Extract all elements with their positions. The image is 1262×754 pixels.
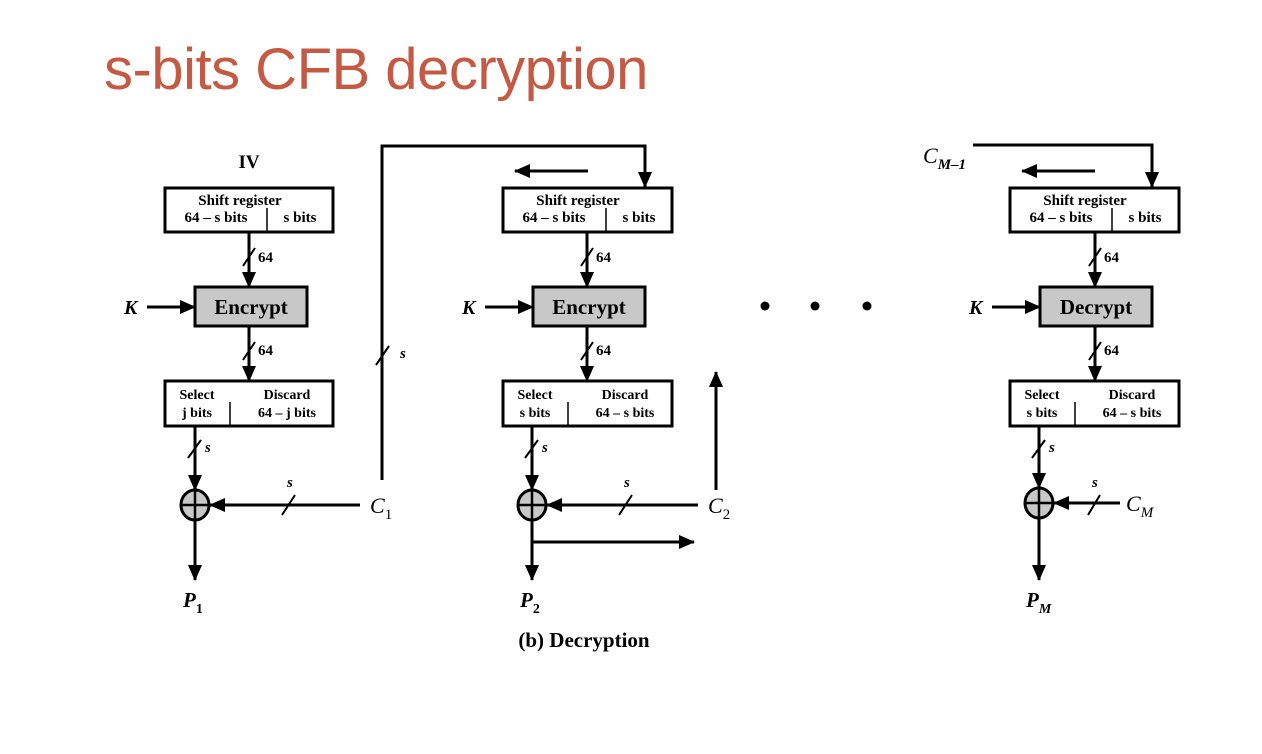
encrypt-label: Encrypt — [214, 295, 288, 319]
width-label-s: s — [623, 475, 630, 491]
shift-register-left: 64 – s bits — [1030, 210, 1093, 226]
width-slash — [1087, 494, 1101, 516]
width-slash — [187, 439, 202, 459]
shift-register-m: Shift register 64 – s bits s bits — [1008, 186, 1181, 234]
stage-1: IV Shift register 64 – s bits s bits 64 … — [123, 144, 652, 617]
width-label-s: s — [1048, 440, 1055, 456]
plaintext-pm: PM — [1025, 588, 1052, 617]
shift-register-title: Shift register — [1043, 193, 1127, 209]
shift-register-right: s bits — [284, 210, 317, 226]
ellipsis — [760, 301, 872, 311]
ellipsis-dot — [760, 301, 770, 311]
diagram-caption: (b) Decryption — [518, 628, 650, 652]
width-label-s: s — [399, 346, 406, 362]
key-label: K — [123, 297, 139, 319]
width-slash — [1088, 341, 1102, 361]
shift-register-title: Shift register — [198, 193, 282, 209]
xor-m — [1023, 486, 1055, 520]
slide-title: s-bits CFB decryption — [104, 37, 648, 102]
width-slash — [1031, 439, 1046, 459]
width-slash — [618, 494, 633, 516]
width-slash — [1088, 247, 1102, 267]
width-slash — [281, 494, 296, 516]
ciphertext-cm-1: CM–1 — [923, 143, 966, 173]
discard-sub: 64 – j bits — [258, 406, 317, 421]
ciphertext-cm: CM — [1126, 491, 1155, 521]
shift-register-2: Shift register 64 – s bits s bits — [501, 186, 674, 234]
width-label-64: 64 — [596, 343, 612, 359]
discard-sub: 64 – s bits — [596, 406, 655, 421]
plaintext-p1: P1 — [182, 588, 203, 617]
width-label-64: 64 — [258, 250, 274, 266]
ellipsis-dot — [810, 301, 820, 311]
decrypt-label: Decrypt — [1060, 295, 1132, 319]
key-label: K — [461, 297, 477, 319]
shift-register-left: 64 – s bits — [523, 210, 586, 226]
width-label-64: 64 — [1104, 250, 1120, 266]
discard-sub: 64 – s bits — [1103, 406, 1162, 421]
select-box-m: Select s bits Discard 64 – s bits — [1008, 379, 1181, 428]
select-title: Select — [180, 388, 215, 403]
select-sub: s bits — [520, 406, 551, 421]
discard-title: Discard — [602, 388, 649, 403]
discard-title: Discard — [264, 388, 311, 403]
width-slash — [524, 439, 539, 459]
select-box-1: Select j bits Discard 64 – j bits — [163, 379, 335, 428]
decrypt-box: Decrypt — [1038, 285, 1154, 328]
width-slash — [580, 341, 594, 361]
width-label-s: s — [541, 440, 548, 456]
ciphertext-c2: C2 — [708, 493, 730, 523]
width-label-s: s — [1091, 475, 1098, 491]
plaintext-p2: P2 — [519, 588, 540, 617]
width-label-64: 64 — [258, 343, 274, 359]
select-title: Select — [1025, 388, 1060, 403]
encrypt-label: Encrypt — [552, 295, 626, 319]
encrypt-box-1: Encrypt — [193, 285, 309, 328]
width-slash — [580, 247, 594, 267]
ellipsis-dot — [862, 301, 872, 311]
key-label: K — [968, 297, 984, 319]
select-sub: s bits — [1027, 406, 1058, 421]
select-title: Select — [518, 388, 553, 403]
shift-register-1: Shift register 64 – s bits s bits — [163, 186, 335, 234]
feedback-line-cm-1 — [973, 143, 1159, 188]
width-slash — [375, 345, 390, 366]
discard-title: Discard — [1109, 388, 1156, 403]
stage-2: Shift register 64 – s bits s bits 64 K E… — [461, 164, 730, 652]
xor-2 — [516, 488, 548, 522]
stage-m: CM–1 Shift register 64 – s bits s bits 6… — [923, 143, 1181, 617]
iv-label: IV — [238, 152, 259, 173]
shift-register-title: Shift register — [536, 193, 620, 209]
shift-register-left: 64 – s bits — [185, 210, 248, 226]
shift-register-right: s bits — [623, 210, 656, 226]
select-sub: j bits — [181, 406, 213, 421]
ciphertext-c1: C1 — [370, 493, 392, 523]
select-box-2: Select s bits Discard 64 – s bits — [501, 379, 674, 428]
width-label-s: s — [204, 440, 211, 456]
width-label-s: s — [286, 475, 293, 491]
encrypt-box-2: Encrypt — [531, 285, 647, 328]
width-slash — [242, 341, 256, 361]
width-label-64: 64 — [596, 250, 612, 266]
shift-register-right: s bits — [1129, 210, 1162, 226]
feedback-line-c1 — [380, 144, 652, 480]
width-slash — [242, 247, 256, 267]
xor-1 — [179, 488, 211, 522]
width-label-64: 64 — [1104, 343, 1120, 359]
